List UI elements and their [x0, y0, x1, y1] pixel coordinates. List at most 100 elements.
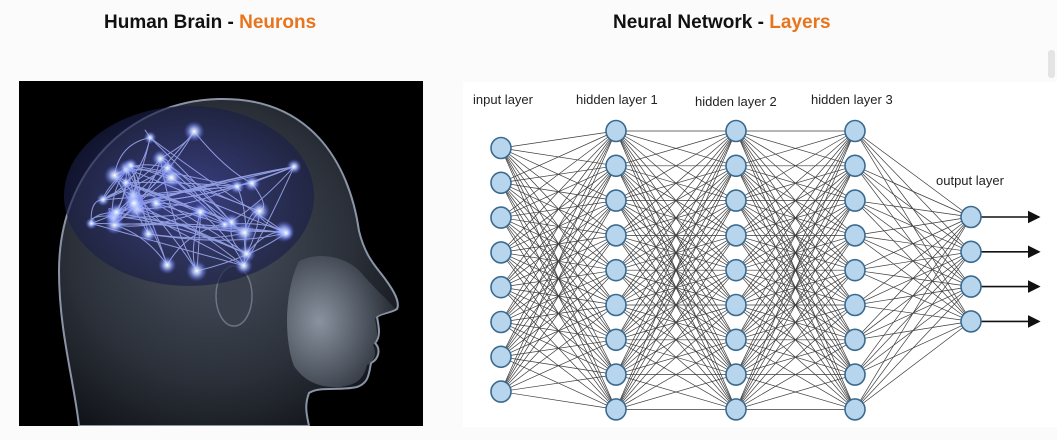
- connection-edge: [854, 321, 972, 410]
- neuron-node-layer-1: [490, 345, 512, 369]
- connection-edge: [854, 216, 972, 375]
- neuron-glow: [191, 203, 210, 221]
- connection-edge: [500, 130, 617, 253]
- neuron-node-layer-4: [844, 328, 866, 352]
- neuron-glow: [123, 158, 139, 173]
- connection-edge: [735, 130, 856, 410]
- connection-edge: [615, 130, 737, 306]
- neuron-glow: [158, 255, 177, 275]
- neuron-node-layer-3: [725, 189, 747, 212]
- connection-edge: [735, 304, 856, 410]
- connection-edge: [500, 130, 617, 392]
- neuron-node-layer-5: [960, 275, 982, 298]
- neuron-node-layer-2: [605, 293, 627, 317]
- layer-label-3: hidden layer 2: [695, 94, 777, 109]
- neuron-node-layer-1: [490, 380, 512, 403]
- connection-edge: [615, 130, 737, 167]
- connection-edge: [735, 269, 856, 410]
- neuron-node-layer-4: [844, 119, 866, 143]
- neuron-glow: [233, 221, 256, 244]
- neuron-glow: [139, 225, 157, 243]
- connection-edge: [615, 235, 737, 410]
- connection-edge: [735, 130, 856, 167]
- connection-edge: [500, 130, 617, 149]
- neuron-glow: [107, 203, 126, 221]
- neuron-fiber: [155, 202, 245, 267]
- neuron-glow: [151, 150, 169, 168]
- connection-edge: [735, 130, 856, 271]
- connection-edge: [500, 304, 617, 392]
- neuron-node-layer-3: [725, 154, 747, 178]
- connection-edge: [500, 130, 617, 357]
- neuron-glow: [278, 225, 294, 241]
- connection-edge: [854, 165, 972, 218]
- connection-edge: [854, 130, 972, 218]
- neuron-glow: [143, 131, 157, 145]
- connection-edge: [615, 130, 737, 375]
- connection-edge: [735, 130, 856, 201]
- layer-label-4: hidden layer 3: [811, 92, 893, 107]
- neuron-glow: [96, 192, 110, 207]
- neuron-node-layer-3: [725, 293, 747, 317]
- connection-edge: [854, 200, 972, 218]
- neuron-fiber: [126, 168, 287, 234]
- neuron-node-layer-2: [605, 258, 627, 282]
- neuron-node-layer-4: [844, 224, 866, 247]
- connection-edge: [615, 269, 737, 410]
- neuron-node-layer-1: [490, 206, 512, 229]
- neuron-node-layer-2: [605, 119, 627, 143]
- connection-edge: [500, 130, 617, 323]
- neuron-node-layer-1: [490, 275, 512, 299]
- neuron-node-layer-4: [844, 363, 866, 386]
- connection-edge: [500, 269, 617, 392]
- neuron-node-layer-4: [844, 293, 866, 317]
- neuron-glow: [123, 192, 145, 214]
- brain-image: [19, 81, 423, 426]
- connection-edge: [854, 216, 972, 236]
- network-svg: input layer hidden layer 1 hidden layer 2 h…: [473, 92, 1041, 421]
- neuron-glow: [249, 200, 271, 222]
- connection-edge: [615, 130, 737, 340]
- connection-edge: [500, 165, 617, 392]
- neuron-glow: [286, 159, 302, 175]
- connection-edge: [500, 130, 617, 288]
- connection-edge: [735, 130, 856, 306]
- connection-edge: [615, 130, 737, 201]
- layer-label-1: input layer: [473, 92, 534, 107]
- neuron-fiber: [149, 137, 285, 232]
- neuron-node-layer-2: [605, 154, 627, 178]
- neuron-node-layer-5: [960, 240, 982, 264]
- connection-edge: [500, 200, 617, 392]
- connection-edge: [500, 235, 617, 392]
- neuron-glow: [183, 121, 205, 142]
- neuron-node-layer-1: [490, 241, 512, 264]
- neuron-node-layer-3: [725, 363, 747, 386]
- connection-edge: [615, 130, 737, 271]
- neuron-glow: [119, 175, 133, 190]
- human-head-neurons-icon: [57, 97, 399, 426]
- connection-edge: [735, 130, 856, 375]
- scrollbar[interactable]: [1048, 50, 1055, 78]
- neuron-node-layer-1: [490, 171, 512, 195]
- connection-edge: [500, 130, 617, 218]
- neuron-node-layer-3: [725, 119, 747, 143]
- connection-edge: [500, 339, 617, 392]
- neuron-node-layer-5: [960, 310, 982, 333]
- neuron-node-layer-4: [844, 398, 866, 421]
- brain-heading: Human Brain - Neurons: [104, 12, 316, 34]
- connection-edge: [500, 130, 617, 184]
- connection-edge: [615, 304, 737, 410]
- neuron-node-layer-3: [725, 398, 747, 421]
- connection-edge: [615, 374, 737, 410]
- connection-edge: [735, 374, 856, 410]
- neuron-glow: [229, 178, 245, 194]
- neuron-node-layer-2: [605, 224, 627, 247]
- connection-edge: [854, 216, 972, 341]
- connection-edge: [615, 339, 737, 410]
- brain-heading-text: Human Brain -: [104, 12, 240, 33]
- network-heading: Neural Network - Layers: [613, 12, 831, 34]
- layer-label-2: hidden layer 1: [576, 92, 658, 107]
- neuron-node-layer-1: [490, 136, 512, 160]
- connection-edge: [615, 165, 737, 410]
- neuron-node-layer-2: [605, 328, 627, 352]
